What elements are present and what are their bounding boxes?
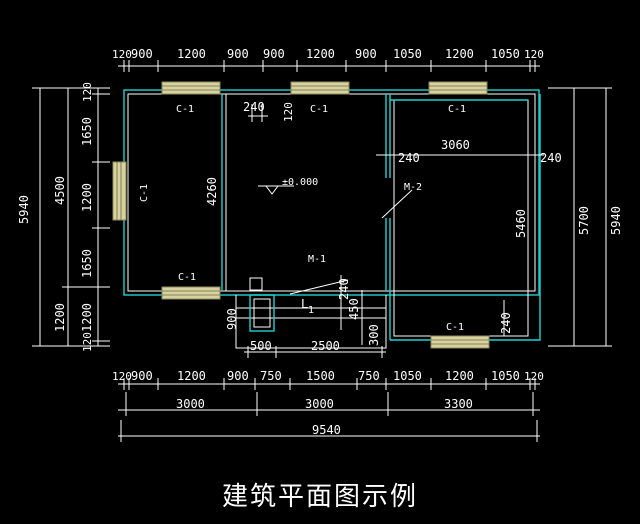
- top-dim-3: 1200: [177, 47, 206, 61]
- bottom-dim-9: 1200: [445, 369, 474, 383]
- top-dim-5: 900: [263, 47, 285, 61]
- top-dim-2: 900: [131, 47, 153, 61]
- left-dim-1200a: 1200: [53, 303, 67, 332]
- bottom-dimensions: 120 900 1200 900 750 1500 750 1050 1200 …: [112, 369, 544, 442]
- bottom-dim-11: 120: [524, 370, 544, 383]
- bottom-dim-2: 900: [131, 369, 153, 383]
- top-dim-10: 1050: [491, 47, 520, 61]
- label-l1-sub: 1: [308, 305, 314, 316]
- left-dim-4500: 4500: [53, 176, 67, 205]
- top-dim-7: 900: [355, 47, 377, 61]
- bottom-dim-5: 750: [260, 369, 282, 383]
- left-dim-120b: 120: [81, 332, 94, 352]
- label-c1-left: C-1: [139, 184, 150, 202]
- window-bottom-left: [161, 286, 221, 300]
- label-c1-top-2: C-1: [310, 104, 328, 115]
- left-dimensions: 5940 4500 1200 120 1650 1200 1650 1200 1…: [17, 82, 110, 352]
- window-top-1: [161, 81, 221, 95]
- top-dim-9: 1200: [445, 47, 474, 61]
- label-l1: L: [301, 297, 308, 311]
- bottom-dim-3000b: 3000: [305, 397, 334, 411]
- dim-240-left: 240: [398, 151, 420, 165]
- window-bottom-right: [430, 335, 490, 349]
- label-m2: M-2: [404, 182, 422, 193]
- bottom-total-9540: 9540: [312, 423, 341, 437]
- window-left: [112, 161, 127, 221]
- elevation-mark: ±0.000: [282, 177, 318, 188]
- window-top-2: [290, 81, 350, 95]
- right-dim-5940: 5940: [609, 206, 623, 235]
- window-top-3: [428, 81, 488, 95]
- dim-450: 450: [347, 298, 361, 320]
- dim-2500: 2500: [311, 339, 340, 353]
- bottom-dim-3300: 3300: [444, 397, 473, 411]
- left-dim-1650b: 1650: [80, 249, 94, 278]
- label-c1-top-1: C-1: [176, 104, 194, 115]
- top-dim-4: 900: [227, 47, 249, 61]
- label-c1-top-3: C-1: [448, 104, 466, 115]
- top-dim-6: 1200: [306, 47, 335, 61]
- bottom-dim-6: 1500: [306, 369, 335, 383]
- bottom-dim-7: 750: [358, 369, 380, 383]
- dim-240-v: 240: [337, 278, 351, 300]
- labels: C-1 C-1 C-1 C-1 C-1 C-1 M-1 M-2 L 1 ±0.0…: [139, 104, 466, 333]
- bottom-dim-3: 1200: [177, 369, 206, 383]
- drawing-caption: 建筑平面图示例: [221, 482, 418, 512]
- label-c1-bottom-left: C-1: [178, 272, 196, 283]
- top-dim-8: 1050: [393, 47, 422, 61]
- top-dim-11: 120: [524, 48, 544, 61]
- dim-240-right: 240: [540, 151, 562, 165]
- inner-dimensions: 240 120 4260 3060 240 240 5460 900 240 4…: [205, 100, 562, 358]
- dim-240-top: 240: [243, 100, 265, 114]
- left-dim-1200b: 1200: [80, 183, 94, 212]
- dim-120-top: 120: [282, 102, 295, 122]
- label-c1-bottom-right: C-1: [446, 322, 464, 333]
- bottom-dim-4: 900: [227, 369, 249, 383]
- label-m1: M-1: [308, 254, 326, 265]
- left-dim-1650a: 1650: [80, 117, 94, 146]
- top-dim-1: 120: [112, 48, 132, 61]
- right-dimensions: 5700 5940: [548, 87, 623, 347]
- dim-300: 300: [367, 324, 381, 346]
- bottom-dim-10: 1050: [491, 369, 520, 383]
- left-dim-5940: 5940: [17, 195, 31, 224]
- right-dim-5700: 5700: [577, 206, 591, 235]
- bottom-dim-8: 1050: [393, 369, 422, 383]
- bottom-dim-3000a: 3000: [176, 397, 205, 411]
- dim-900: 900: [225, 308, 239, 330]
- left-dim-1200c: 1200: [80, 303, 94, 332]
- windows: [112, 81, 490, 349]
- top-dimension-row: 120 900 1200 900 900 1200 900 1050 1200 …: [112, 47, 544, 72]
- dim-500: 500: [250, 339, 272, 353]
- dim-3060: 3060: [441, 138, 470, 152]
- left-dim-120a: 120: [81, 82, 94, 102]
- dim-5460: 5460: [514, 209, 528, 238]
- walls: [123, 89, 541, 349]
- dim-240-br: 240: [499, 312, 513, 334]
- elevation-symbol: [258, 185, 294, 195]
- dim-4260: 4260: [205, 177, 219, 206]
- bottom-dim-1: 120: [112, 370, 132, 383]
